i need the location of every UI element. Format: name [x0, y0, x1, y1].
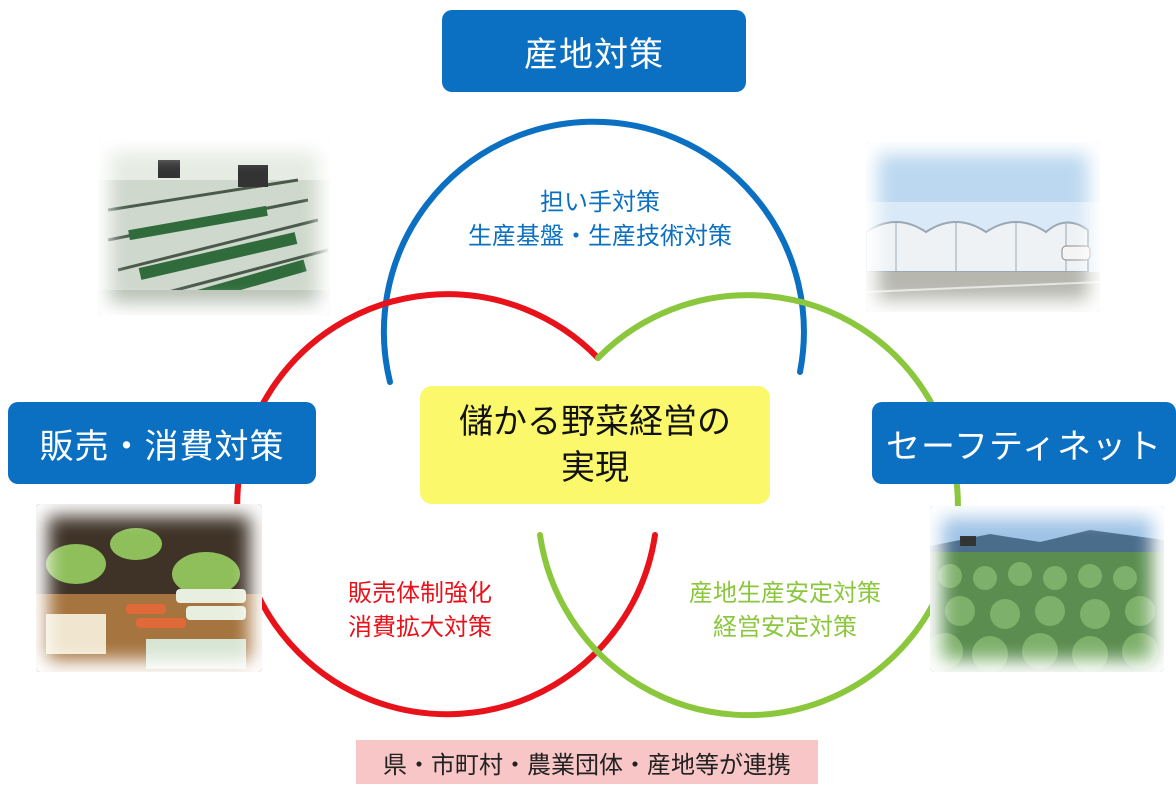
bottom-note-text: 県・市町村・農業団体・産地等が連携 [383, 750, 791, 779]
packing-facility-photo [98, 140, 330, 315]
center-box: 儲かる野菜経営の 実現 [420, 386, 770, 504]
bottom-note: 県・市町村・農業団体・産地等が連携 [356, 740, 818, 784]
green-text-line-1: 産地生産安定対策 [689, 579, 881, 607]
market-stall-photo [36, 504, 262, 672]
right-label-box: セーフティネット [872, 402, 1176, 484]
green-circle-arc [537, 292, 961, 719]
red-text-line-2: 消費拡大対策 [348, 613, 492, 641]
center-line-1: 儲かる野菜経営の [459, 402, 731, 442]
cabbage-field-photo [930, 506, 1164, 672]
title-box: 産地対策 [442, 10, 746, 92]
left-label-box: 販売・消費対策 [8, 402, 316, 484]
left-label-text: 販売・消費対策 [39, 426, 285, 467]
green-text-line-2: 経営安定対策 [713, 613, 857, 641]
green-circle-text: 産地生産安定対策 経営安定対策 [654, 576, 916, 644]
red-circle-arc [234, 291, 658, 718]
right-label-text: セーフティネット [886, 426, 1162, 467]
blue-text-line-1: 担い手対策 [540, 188, 660, 216]
greenhouse-photo [866, 142, 1100, 312]
blue-circle-arc [380, 118, 807, 385]
blue-text-line-2: 生産基盤・生産技術対策 [468, 222, 732, 250]
title-text: 産地対策 [524, 34, 664, 75]
red-circle-text: 販売体制強化 消費拡大対策 [300, 576, 540, 644]
blue-circle-text: 担い手対策 生産基盤・生産技術対策 [430, 185, 770, 253]
red-text-line-1: 販売体制強化 [348, 579, 492, 607]
center-line-2: 実現 [561, 448, 629, 488]
